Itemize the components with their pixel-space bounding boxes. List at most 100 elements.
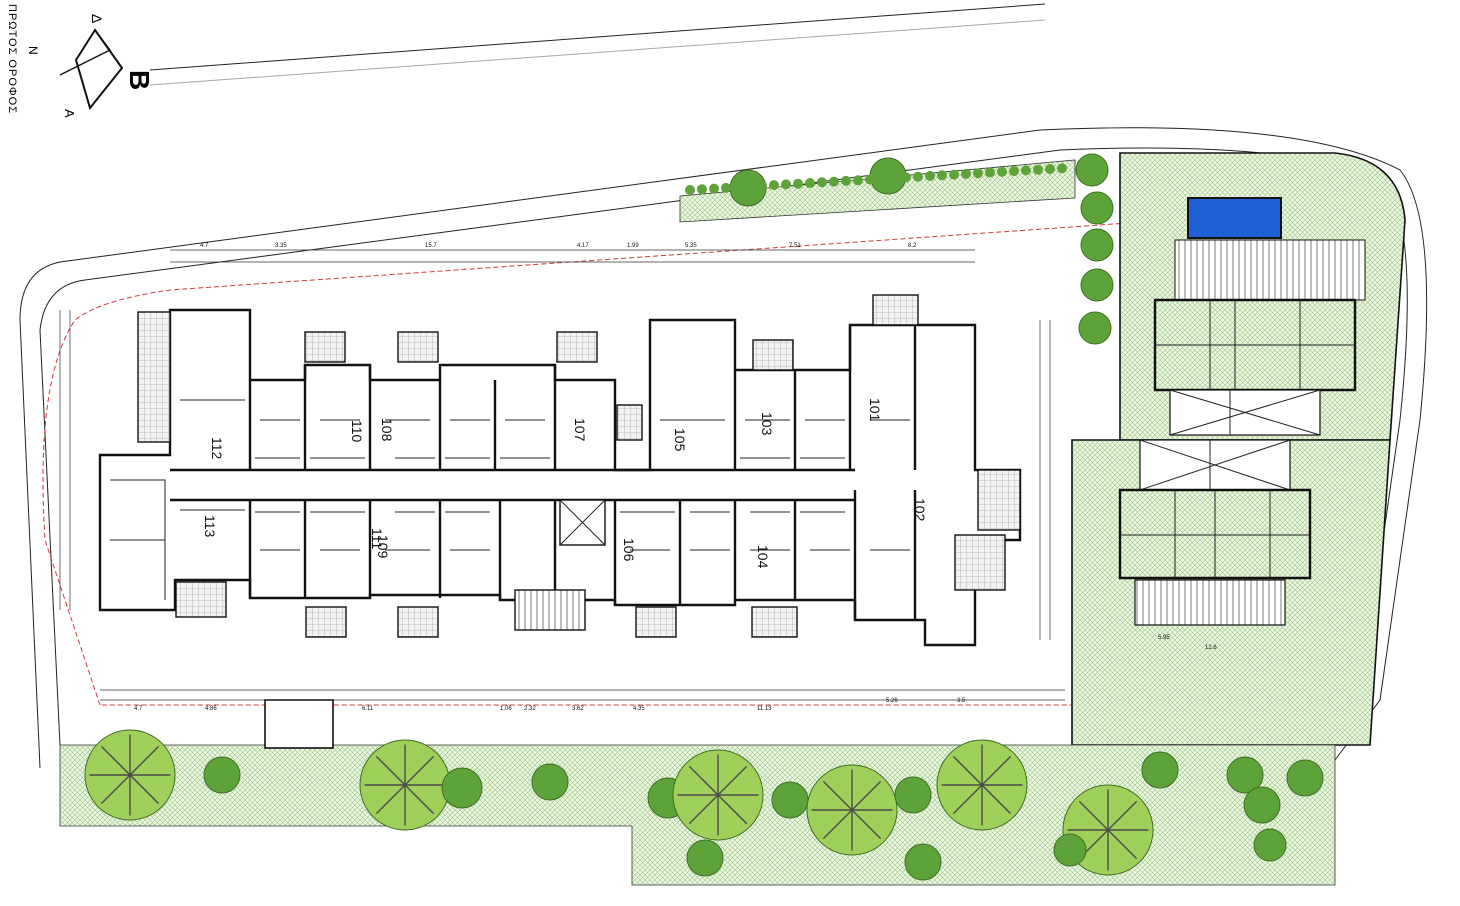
unit-number: 104 [755,545,771,569]
tree-branch [952,755,983,786]
unit-labels: 112 110 108 107 105 103 101 113 111 109 … [202,398,928,569]
hedge-icon [1045,164,1055,174]
tree-branch [981,784,1012,815]
tree-icon [869,157,907,195]
hedge-icon [901,172,911,183]
villa-south [1118,439,1312,626]
unit-number: 103 [759,412,775,436]
hedge-icon [925,171,935,181]
balconies [137,294,1021,638]
tree-branch [100,745,131,776]
entrance-canopy [264,699,334,749]
dim-top: 7.51 [789,243,801,249]
compass-rose-icon: Δ Ν Β Α [26,14,155,118]
dim-top: 1.99 [627,243,639,249]
compass-letter: Β [124,70,155,90]
dim-top: 3.35 [275,243,287,249]
tree-branch [822,780,853,811]
hedge-icon [877,173,887,184]
tree-branch [851,809,882,840]
hedge-icon [805,178,815,188]
dim-bottom: 5.26 [886,698,898,704]
dim-bottom: 4.7 [134,706,143,712]
tree-icon [441,767,483,809]
dimension-labels: 4.7 3.35 15.7 4.17 1.99 5.35 7.51 8.2 4.… [134,243,1217,712]
tree-icon [1080,228,1114,262]
tree-icon [531,763,569,801]
dim-bottom: 6.11 [362,706,374,712]
hedge-icon [781,179,791,190]
tree-branch [981,755,1012,786]
unit-number: 106 [621,538,637,562]
tree-branch [688,765,719,796]
tree-icon [686,839,724,877]
unit-number: 108 [379,418,395,442]
villa-north [1153,239,1366,436]
hedge-icon [961,168,971,179]
unit-number: 109 [375,535,391,559]
hedge-icon [985,167,995,178]
dim-villa: 12.6 [1205,645,1217,651]
tree-icon [1078,311,1112,345]
dim-bottom: 11.13 [757,706,772,712]
compass-letter: Α [62,109,77,118]
dim-villa: 5.95 [1158,635,1170,641]
dim-top: 4.7 [200,243,209,249]
hedge-icon [865,174,875,185]
tree-branch [717,794,748,825]
tree-branch [1078,800,1109,831]
tree-branch [1107,800,1138,831]
tree-icon [1253,828,1287,862]
hedge-icon [733,182,743,193]
dim-bottom: 2.32 [524,706,536,712]
hedge-icon [949,169,959,180]
hedge-icon [973,168,983,179]
dim-top: 15.7 [425,243,437,249]
tree-icon [203,756,241,794]
unit-number: 111 [369,528,385,549]
stair-icon [514,499,606,631]
tree-branch [100,774,131,805]
hedge-icon [1057,163,1067,174]
dim-top: 4.17 [577,243,589,249]
tree-icon [1226,756,1264,794]
hedge-icon [889,173,899,184]
tree-branch [375,755,406,786]
tree-icon [1053,833,1087,867]
hedge-icon [709,183,719,194]
tree-branch [404,784,435,815]
hedge-icon [685,185,695,195]
pool-icon [1187,197,1282,239]
hedge-icon [913,171,923,182]
tree-branch [129,745,160,776]
hedge-icon [853,175,863,186]
hedge-icon [769,180,779,191]
hedge-icon [793,178,803,189]
tree-icon [1243,786,1281,824]
tree-icon [771,781,809,819]
unit-number: 107 [572,418,588,442]
hedge-icon [937,170,947,181]
hedge-icon [697,184,707,195]
tree-branch [952,784,983,815]
hedge-icon [817,177,827,188]
unit-number: 105 [672,428,688,452]
unit-number: 112 [209,437,225,460]
tree-branch [717,765,748,796]
dimension-lines [59,249,1065,701]
tree-icon [1141,751,1179,789]
tree-icon [894,776,932,814]
compass-letter: Δ [89,14,105,23]
tree-icon [1075,153,1109,187]
dim-bottom: 3.5 [957,698,966,704]
dim-bottom: 1.06 [500,706,512,712]
dim-top: 5.35 [685,243,697,249]
tree-branch [822,809,853,840]
tree-branch [851,780,882,811]
hedge-icon [829,176,839,187]
tree-icon [1080,191,1114,225]
tree-icon [904,843,942,881]
compass-letter: Ν [26,46,40,55]
tree-branch [375,784,406,815]
